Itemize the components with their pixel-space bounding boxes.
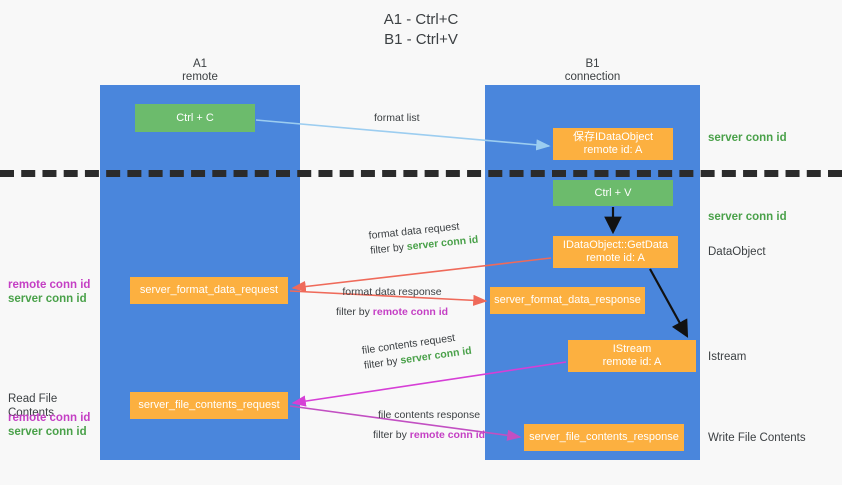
edge-label-fcresp-filter-prefix: filter by — [373, 429, 410, 441]
column-a1-name: A1 — [192, 58, 208, 70]
node-idataobject[interactable]: 保存IDataObject remote id: A — [553, 128, 673, 160]
node-istream[interactable]: IStream remote id: A — [568, 340, 696, 372]
node-ctrl-c-label: Ctrl + C — [176, 111, 214, 124]
node-idataobject-line2: remote id: A — [583, 144, 643, 156]
annotation-remote-conn-id-2: remote conn id — [8, 412, 91, 424]
edge-label-fcr-filter-prefix: filter by — [363, 354, 402, 372]
node-getdata-line1: IDataObject::GetData — [562, 239, 669, 251]
node-ctrl-c[interactable]: Ctrl + C — [135, 104, 255, 132]
annotation-server-conn-id-1: server conn id — [8, 293, 87, 305]
edge-label-format-list: format list — [374, 111, 420, 126]
edge-label-file-contents-response: file contents response filter by remote … — [373, 408, 485, 443]
page-title: A1 - Ctrl+C B1 - Ctrl+V — [0, 10, 842, 50]
column-b1-name: B1 — [585, 58, 600, 70]
edge-label-format-list-text: format list — [374, 112, 420, 124]
edge-label-fdresp-filter-id: remote conn id — [372, 306, 449, 318]
annotation-istream: Istream — [708, 351, 747, 363]
node-getdata-line2: remote id: A — [586, 252, 645, 264]
column-header-b1: B1 connection — [485, 58, 700, 84]
annotation-write-file-contents: Write File Contents — [708, 432, 806, 444]
edge-label-format-data-response-text: format data response — [342, 286, 442, 298]
annotation-file-conn-ids: remote conn id server conn id — [8, 411, 100, 439]
column-a1-role: remote — [182, 71, 218, 83]
node-server-file-contents-response[interactable]: server_file_contents_response — [524, 424, 684, 451]
annotation-dataobject: DataObject — [708, 246, 766, 258]
edge-label-file-contents-response-text: file contents response — [377, 409, 481, 421]
node-server-file-contents-request[interactable]: server_file_contents_request — [130, 392, 288, 419]
node-server-file-contents-request-label: server_file_contents_request — [138, 399, 280, 411]
node-server-file-contents-response-label: server_file_contents_response — [529, 431, 679, 443]
node-server-format-data-request[interactable]: server_format_data_request — [130, 277, 288, 304]
column-b1-role: connection — [564, 71, 621, 83]
edge-label-format-data-request: format data request filter by server con… — [368, 218, 479, 259]
title-line-2: B1 - Ctrl+V — [384, 31, 458, 48]
node-ctrl-v-label: Ctrl + V — [594, 186, 632, 199]
edge-label-fcresp-filter-id: remote conn id — [409, 429, 486, 441]
node-server-format-data-response[interactable]: server_format_data_response — [490, 287, 645, 314]
node-istream-line1: IStream — [612, 343, 652, 355]
annotation-server-conn-id-mid: server conn id — [708, 211, 787, 223]
annotation-format-conn-ids: remote conn id server conn id — [8, 278, 98, 306]
annotation-server-conn-id-2: server conn id — [8, 426, 87, 438]
annotation-read-file-contents: Read File Contents — [8, 393, 58, 419]
annotation-remote-conn-id-1: remote conn id — [8, 279, 91, 291]
title-line-1: A1 - Ctrl+C — [383, 11, 459, 28]
edge-label-file-contents-request: file contents request filter by server c… — [361, 329, 473, 374]
phase-divider — [0, 170, 842, 177]
node-server-format-data-response-label: server_format_data_response — [494, 294, 641, 306]
edge-label-fdr-filter-prefix: filter by — [369, 241, 408, 257]
node-ctrl-v[interactable]: Ctrl + V — [553, 180, 673, 206]
node-server-format-data-request-label: server_format_data_request — [139, 284, 279, 296]
column-header-a1: A1 remote — [100, 58, 300, 84]
node-istream-line2: remote id: A — [602, 356, 662, 368]
edge-label-format-data-response: format data response filter by remote co… — [336, 285, 448, 320]
node-idataobject-line1: 保存IDataObject — [572, 131, 654, 143]
annotation-server-conn-id-top: server conn id — [708, 132, 787, 144]
edge-label-fdresp-filter-prefix: filter by — [336, 306, 373, 318]
node-idataobject-getdata[interactable]: IDataObject::GetData remote id: A — [553, 236, 678, 268]
